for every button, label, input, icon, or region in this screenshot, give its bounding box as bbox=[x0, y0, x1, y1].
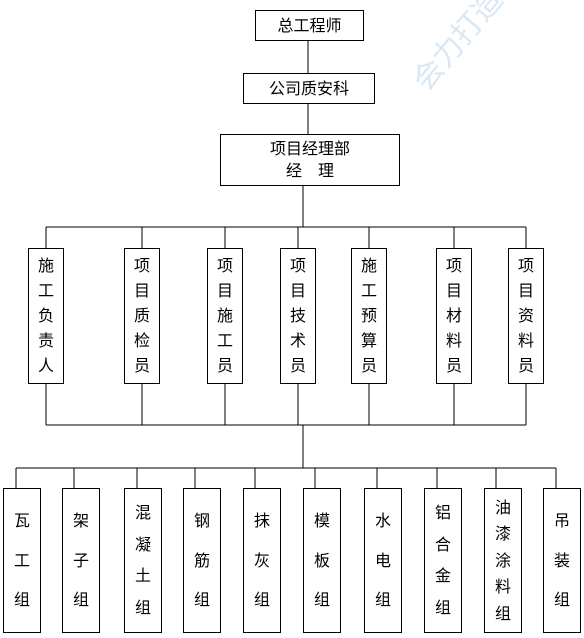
node-company-qa: 公司质安科 bbox=[243, 73, 375, 104]
node-bottom-10: 吊装组 bbox=[543, 488, 581, 633]
node-middle-6: 项目材料员 bbox=[436, 248, 472, 384]
node-bottom-7: 水电组 bbox=[364, 488, 402, 633]
node-middle-5: 施工预算员 bbox=[351, 248, 387, 384]
node-bottom-8: 铝合金组 bbox=[424, 488, 462, 633]
node-project-manager-line2: 经 理 bbox=[285, 161, 334, 180]
node-middle-2: 项目质检员 bbox=[124, 248, 160, 384]
node-middle-7: 项目资料员 bbox=[508, 248, 544, 384]
node-bottom-4: 钢筋组 bbox=[183, 488, 221, 633]
node-middle-3: 项目施工员 bbox=[207, 248, 243, 384]
node-middle-4: 项目技术员 bbox=[280, 248, 316, 384]
node-bottom-5: 抹灰组 bbox=[243, 488, 281, 633]
node-bottom-1: 瓦工组 bbox=[3, 488, 41, 633]
node-company-qa-label: 公司质安科 bbox=[268, 78, 349, 98]
node-chief-engineer-label: 总工程师 bbox=[277, 15, 342, 35]
node-middle-1: 施工负责人 bbox=[28, 248, 64, 384]
node-project-manager-line1: 项目经理部 bbox=[269, 139, 350, 159]
node-chief-engineer: 总工程师 bbox=[255, 10, 364, 41]
node-project-manager: 项目经理部 经 理 bbox=[220, 134, 400, 186]
node-bottom-9: 油漆涂料组 bbox=[484, 488, 522, 633]
node-bottom-2: 架子组 bbox=[62, 488, 100, 633]
node-bottom-6: 模板组 bbox=[303, 488, 341, 633]
node-bottom-3: 混凝土组 bbox=[124, 488, 162, 633]
